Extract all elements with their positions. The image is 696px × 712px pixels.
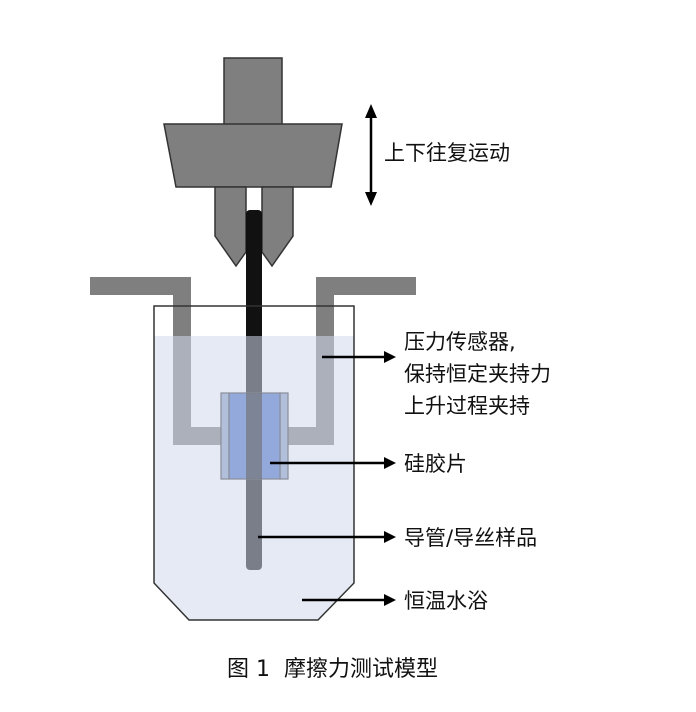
drive-shaft <box>223 57 283 127</box>
water-bath <box>154 336 354 620</box>
sample-label: 导管/导丝样品 <box>404 526 537 550</box>
sensor-label-line3: 上升过程夹持 <box>404 394 530 418</box>
silicone-pointer-head <box>384 457 396 469</box>
motion-arrow-head-up <box>365 104 377 118</box>
sensor-pointer-head <box>384 351 396 363</box>
sample-pointer-head <box>384 531 396 543</box>
sensor-label-line1: 压力传感器, <box>404 330 516 354</box>
figure-caption: 图 1 摩擦力测试模型 <box>227 657 438 682</box>
bath-pointer-head <box>384 594 396 606</box>
silicone-label: 硅胶片 <box>404 452 467 476</box>
clamp-head <box>163 123 343 188</box>
bath-label: 恒温水浴 <box>404 589 488 613</box>
sensor-label-line2: 保持恒定夹持力 <box>404 362 551 386</box>
clamp-jaw-left <box>214 186 247 268</box>
motion-label: 上下往复运动 <box>384 141 510 165</box>
bath-container <box>153 305 355 621</box>
motion-arrow-head-down <box>365 192 377 206</box>
clamp-jaw-right <box>261 186 294 268</box>
